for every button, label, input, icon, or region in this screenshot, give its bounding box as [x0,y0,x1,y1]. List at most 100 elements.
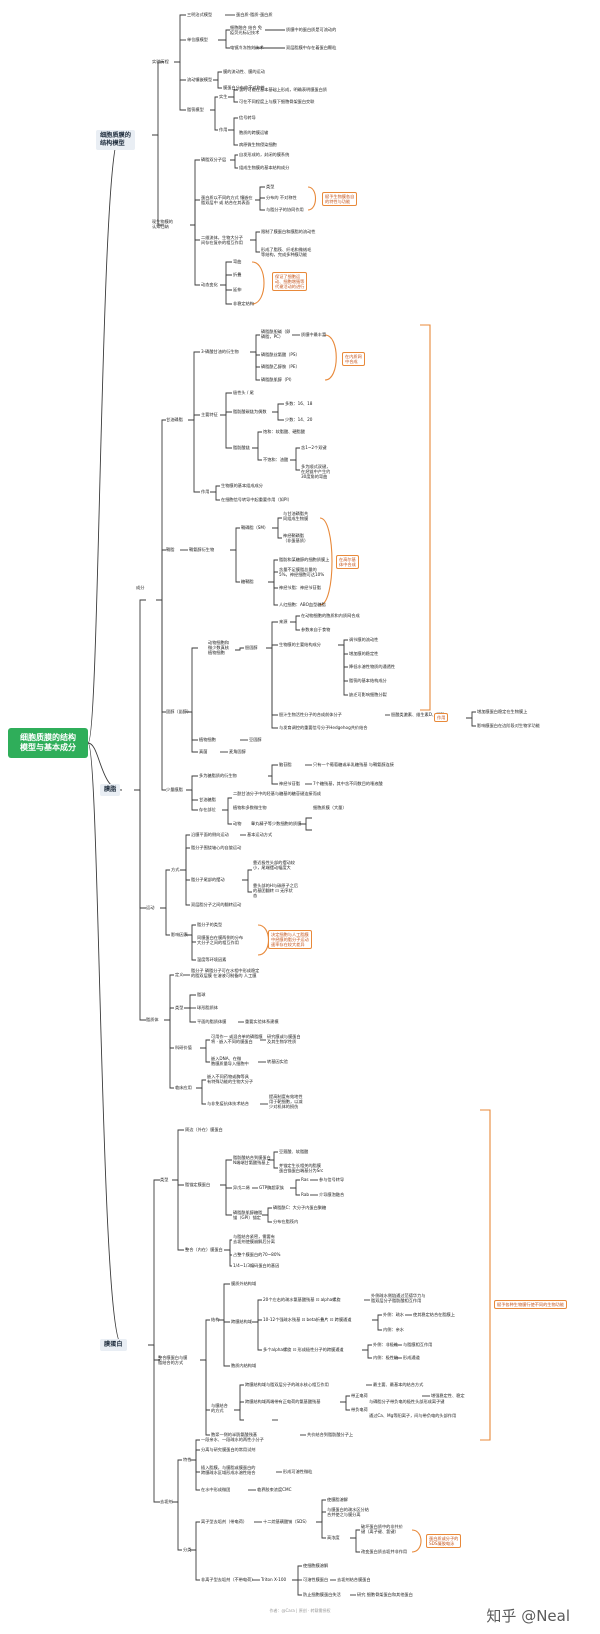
node-sphingosine: 鞘氨醇衍生物 [189,547,215,552]
note-golgi-synthesis: 在高尔基 体中合成 [336,555,359,569]
node-chol-s5: 缺乏可影响细胞分裂 [349,692,387,697]
node-protein-synergy: 与脂分子的协同作用 [266,207,304,212]
node-integral-2: 占整个膜蛋白的70~80% [233,1252,281,1257]
node-cerebroside-1: 只有一个葡萄糖或半乳糖残基 与鞘氨醇连接 [313,762,394,767]
node-cysteine-1: 共价结合到脂肪酸分子上 [307,1432,354,1437]
node-sterol-fn-2: 影响膜蛋白在边阶段对生物学功能 [477,723,540,728]
node-sds-high-1: 破坏蛋白质中的非共价 键（离子键、氢键） [361,1524,403,1534]
node-main-features: 主要特征 [201,412,218,417]
node-2d-fluid: 二维流体，生物大分子 间存在复杂的相互作用 [201,235,243,245]
node-lipid-raft-model: 脂筏模型 [187,107,204,112]
node-det-prop-1: 一段亲水、一段疏水的两性小分子 [201,1437,264,1442]
node-raft-function-3: 病原微生物侵染细胞 [239,142,277,147]
section-membrane-lipid[interactable]: 膜脂 [100,784,121,796]
node-liposome-type-3a: 重要实验体系建模 [245,1019,279,1024]
node-swing: 脂分子尾部的摆动 [191,877,225,882]
node-location: 存在部位 [199,807,216,812]
node-ionic: 离子型去垢剂（带电荷） [201,1519,248,1524]
node-sm-1: 与甘油磷脂共 同组成生物膜 [283,511,309,521]
node-det-prop-4a: 临界胶束浓度CMC [257,1487,292,1492]
node-liposome-def: 定义 [175,972,184,977]
node-cis-bond: 多为顺式双键， 在烃链中产生约 30度角的弯曲 [301,464,331,479]
node-sds: 十二烷基磺酸钠（SDS） [263,1519,310,1524]
node-cell-fusion-result: 质膜中的蛋白质是可流动的 [286,27,337,32]
node-unsaturated: 不饱和：油酸 [263,457,289,462]
node-structure: 结构 [211,1317,220,1322]
node-factor-3: 温度等环境因素 [197,957,227,962]
node-clinical: 临床应用 [175,1085,192,1090]
node-raft-origin: 实生 [219,94,228,99]
node-gsl-1: 脂肪和某糖醇的细胞质膜上 [279,557,330,562]
node-clinical-2a: 提高制度有效地性 用于靶细胞，以减 少对机体的损伤 [269,1094,303,1109]
node-sphingolipid: 鞘脂 [166,547,175,552]
node-gpi-2: 分布在脂筏内 [273,1219,299,1224]
node-gp-function: 作用 [201,489,210,494]
node-extend: 延伸 [233,287,242,292]
node-fa-anchor-1: 豆蔻酸、软脂酸 [279,1149,309,1154]
node-glyceroglycolipid: 甘油糖脂 [199,797,216,802]
node-bind-1a: 最主要、最基本的结合方式 [373,1382,424,1387]
node-pc: 磷脂酰胆碱（卵 磷脂，PC） [261,329,291,339]
node-2d-fluid-1: 限制了膜蛋白和膜脂的流动性 [261,229,316,234]
node-beta-inner: 内侧：亲水 [383,1327,404,1332]
node-fatty-acid-anchor: 脂肪酸结合到膜蛋白 N端端甘氨酸残基上 [233,1155,271,1165]
node-clinical-1: 嵌入不同药物或酶等具 有特殊功能的生物大分子 [207,1074,254,1084]
node-negative-1: 通过Ca、Mg等阳离子，间与带负电的头部作用 [369,1413,457,1418]
node-peripheral: 周边（外在）膜蛋白 [185,1127,223,1132]
node-ganglioside-1: 7个糖残基，其中含不同数目的唾液酸 [313,781,383,786]
node-location-animal: 动物 [233,821,242,826]
node-majority: 多数：16、18 [285,401,313,406]
node-liposome-type: 类型 [175,1005,184,1010]
node-det-prop-3a: 形成可溶性微粒 [283,1469,313,1474]
node-chol-source-2: 参数来自于食物 [301,627,331,632]
node-integral: 整合（内在）膜蛋白 [185,1247,223,1252]
section-membrane-model[interactable]: 细胞质膜的 结构模型 [96,130,135,150]
node-multi-inner-1: 形成通道 [403,1355,420,1360]
node-pc-note: 质膜中最丰富 [301,332,327,337]
node-fold: 折叠 [233,272,242,277]
node-chol-precursor: 胆汁生物活性分子的合成前体分子 [279,712,342,717]
node-raft-function-1: 信号转导 [239,115,256,120]
node-nonionic: 非离子型去垢剂（不带电荷） [201,1577,256,1582]
node-triton-2: 可溶性膜蛋白 [303,1577,329,1582]
node-integral-3: 1/4~1/3编码蛋白的基因 [233,1263,280,1268]
node-binding-mode: 与膜结合 的方式 [211,1403,228,1413]
node-positive-1: 与磷脂分子带负电的极性头部形成离子键 [369,1399,445,1404]
node-protein-embedded: 蛋白质以不同的方式 镶嵌在 脂双层中 或 结合在其表面 [201,195,253,205]
node-swing-2: 靠头部的H与碳原子之后 的基团翻转 ⊡ 无序状 态 [253,883,299,898]
node-rab: Rab [301,1192,310,1197]
node-components: 成分 [136,585,145,590]
node-saturated: 饱和：软脂酸、硬脂酸 [263,429,305,434]
node-minority: 少数：14、20 [285,417,313,422]
node-movement-mode: 方式 [171,867,180,872]
node-sds-2: 与膜蛋白的疏水区分结 合并使之与膜分离 [327,1507,369,1517]
node-sds-high-2: 改变蛋白质去垢并非作用 [361,1549,408,1554]
node-research-2: 嵌入DNA、在微 胞膜质量导入细胞中 [211,1056,249,1066]
node-raft-origin-2: 可在不同程度上与膜下细胞骨架蛋白交联 [239,99,315,104]
node-ganglioside: 神经节苷脂 [279,781,300,786]
note-membrane-properties: 赋予生物膜各自 的特性与功能 [322,192,358,206]
node-cell-fusion: 细胞融合 结合 免 疫荧光标记技术 [230,25,262,35]
node-bind-2: 跨膜结构域两端带有正电荷的氨基酸残基 [245,1399,321,1404]
node-minor-lipids: 少量膜脂 [166,787,183,792]
root-node[interactable]: 细胞质膜的结构 模型与基本成分 [8,728,88,758]
node-beta-outer-1: 使其稳定结合在脂膜上 [413,1312,455,1317]
node-research-1: 可用作一 或混合单的磷脂膜 将 · 嵌入不同的膜蛋白 [211,1034,263,1044]
node-pi: 磷脂酰肌醇（PI） [261,377,295,382]
watermark: 知乎 @Neal [486,1607,570,1625]
node-bilayer: 磷脂双分子层 [201,157,227,162]
node-transmembrane-domain: 跨膜结构域 [231,1319,252,1324]
node-liposome: 脂质体 [146,1017,159,1022]
node-chol-source-1: 在动物细胞的胞质和内质网合成 [301,613,360,618]
node-gsl-3: 神经节脂：神经节苷脂 [279,585,321,590]
node-factor-1: 脂分子的类型 [197,922,223,927]
node-sds-1: 使膜脂溶解 [327,1497,348,1502]
section-membrane-protein[interactable]: 膜蛋白 [100,1339,127,1351]
node-sm: 鞘磷脂（SM） [241,525,269,530]
node-ras-1: 参与信号转导 [319,1177,345,1182]
node-unit-membrane: 单位膜模型 [187,37,208,42]
node-negative: 带负电荷 [351,1407,368,1412]
node-bilayer-2: 组成生物膜的基本结构成分 [239,165,290,170]
node-dynamic: 动态变化 [201,282,218,287]
